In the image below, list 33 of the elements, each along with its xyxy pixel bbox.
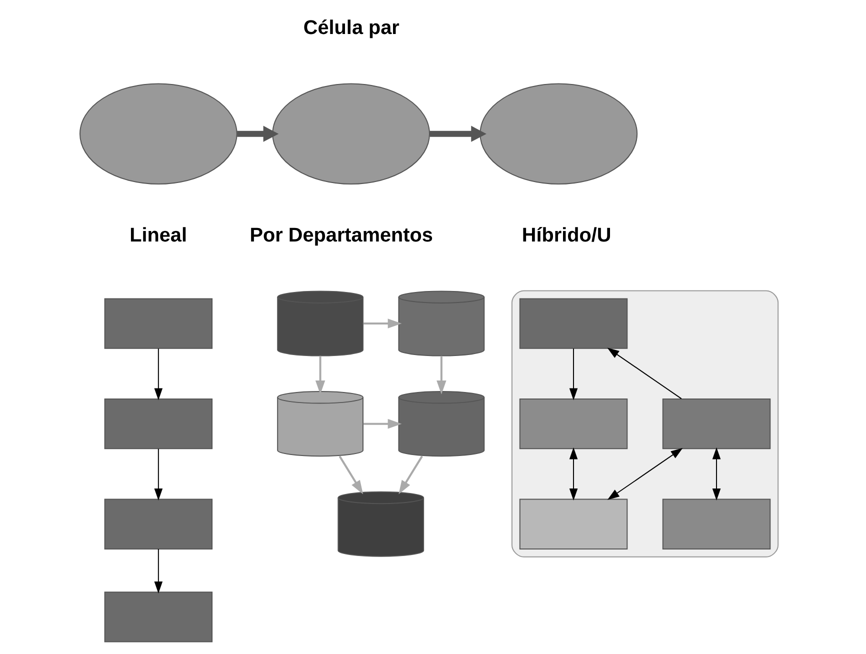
- node-box: [519, 298, 628, 349]
- arrow: [436, 356, 446, 394]
- arrow: [338, 456, 364, 494]
- arrow: [607, 448, 683, 500]
- node-box: [104, 398, 213, 450]
- arrow: [607, 348, 682, 400]
- arrow: [712, 447, 721, 500]
- node-box: [104, 592, 213, 642]
- arrow: [154, 548, 163, 594]
- node-ellipse: [272, 83, 430, 184]
- label: Híbrido/U: [522, 224, 612, 247]
- node-ellipse: [480, 83, 638, 184]
- arrow: [237, 126, 279, 142]
- arrow: [363, 318, 402, 328]
- node-box: [662, 398, 771, 450]
- arrow: [154, 348, 163, 400]
- node-box: [104, 298, 213, 349]
- label: Por Departamentos: [250, 224, 433, 247]
- arrow: [569, 447, 578, 500]
- arrow: [315, 356, 326, 394]
- node-box: [519, 498, 628, 550]
- node-box: [519, 398, 628, 450]
- node-ellipse: [79, 83, 238, 184]
- label: Lineal: [130, 224, 188, 247]
- arrow: [569, 348, 578, 400]
- arrow: [363, 418, 402, 429]
- cluster: [511, 290, 779, 558]
- node-box: [662, 498, 771, 550]
- node-box: [104, 498, 213, 550]
- label: Célula par: [303, 17, 400, 40]
- arrow: [154, 448, 163, 500]
- arrow: [398, 456, 423, 494]
- arrow: [430, 126, 486, 142]
